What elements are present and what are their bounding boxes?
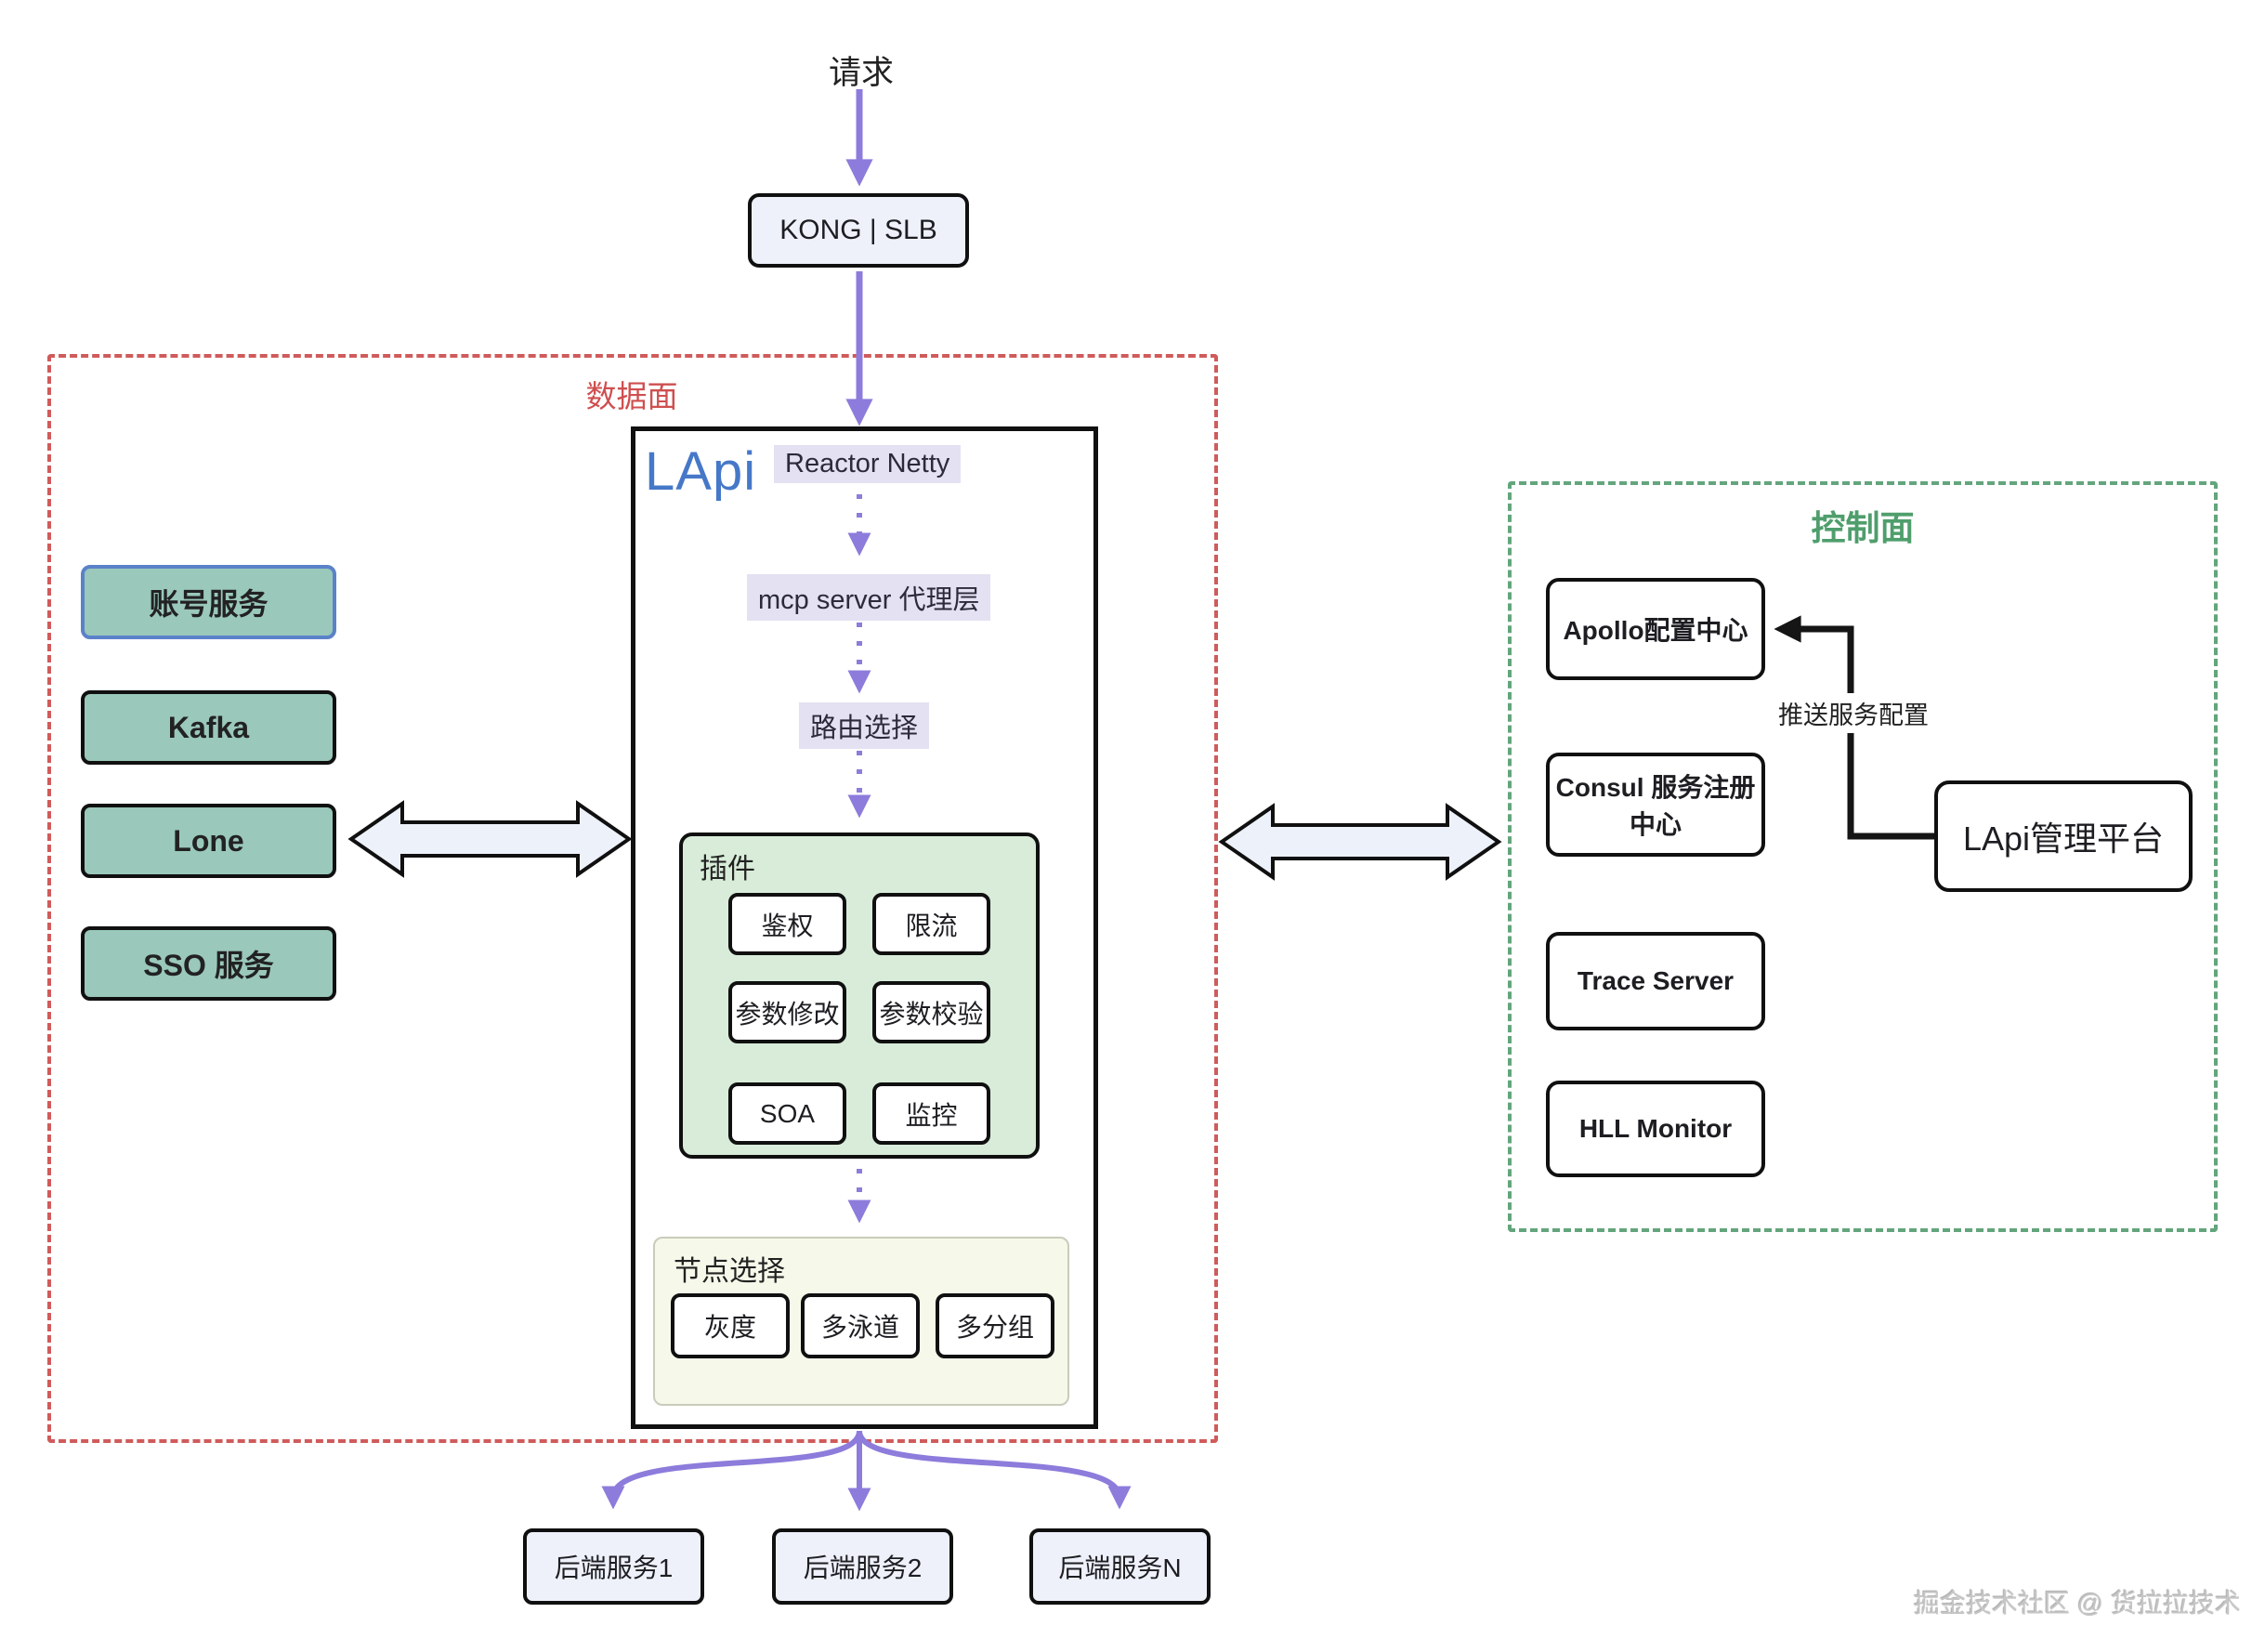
node-option-group: 多分组	[936, 1293, 1054, 1358]
plugin-soa: SOA	[728, 1082, 846, 1145]
control-plane-boundary	[1508, 481, 2218, 1232]
plugin-auth: 鉴权	[728, 893, 846, 955]
trace-server: Trace Server	[1546, 932, 1765, 1030]
consul-registry: Consul 服务注册中心	[1546, 753, 1765, 857]
stage-reactor-netty: Reactor Netty	[774, 445, 962, 483]
node-select-title: 节点选择	[674, 1256, 785, 1287]
stage-route-select: 路由选择	[799, 702, 930, 749]
control-plane-label: 控制面	[1811, 509, 1915, 547]
hll-monitor: HLL Monitor	[1546, 1081, 1765, 1177]
plugin-rate-limit: 限流	[872, 893, 990, 955]
apollo-config-center: Apollo配置中心	[1546, 578, 1765, 680]
plugin-param-validate: 参数校验	[872, 981, 990, 1043]
double-arrow-control-plane	[1218, 803, 1502, 881]
push-config-label: 推送服务配置	[1773, 693, 1934, 733]
lapi-title: LApi	[645, 441, 757, 502]
service-kafka: Kafka	[81, 690, 336, 765]
request-label: 请求	[828, 55, 894, 91]
backend-service-2: 后端服务2	[772, 1528, 953, 1605]
service-lone: Lone	[81, 804, 336, 878]
node-option-swimlane: 多泳道	[801, 1293, 920, 1358]
plugin-param-modify: 参数修改	[728, 981, 846, 1043]
service-sso: SSO 服务	[81, 926, 336, 1001]
lapi-management-platform: LApi管理平台	[1934, 780, 2193, 892]
backend-service-1: 后端服务1	[523, 1528, 704, 1605]
plugin-monitor: 监控	[872, 1082, 990, 1145]
service-account: 账号服务	[81, 565, 336, 639]
watermark: 掘金技术社区 @ 货拉拉技术	[1914, 1589, 2241, 1618]
gateway-node: KONG | SLB	[748, 193, 969, 268]
node-option-gray: 灰度	[671, 1293, 790, 1358]
backend-service-n: 后端服务N	[1029, 1528, 1211, 1605]
plugins-group-title: 插件	[700, 854, 755, 885]
stage-mcp-server-proxy: mcp server 代理层	[747, 574, 991, 621]
data-plane-label: 数据面	[585, 379, 678, 413]
